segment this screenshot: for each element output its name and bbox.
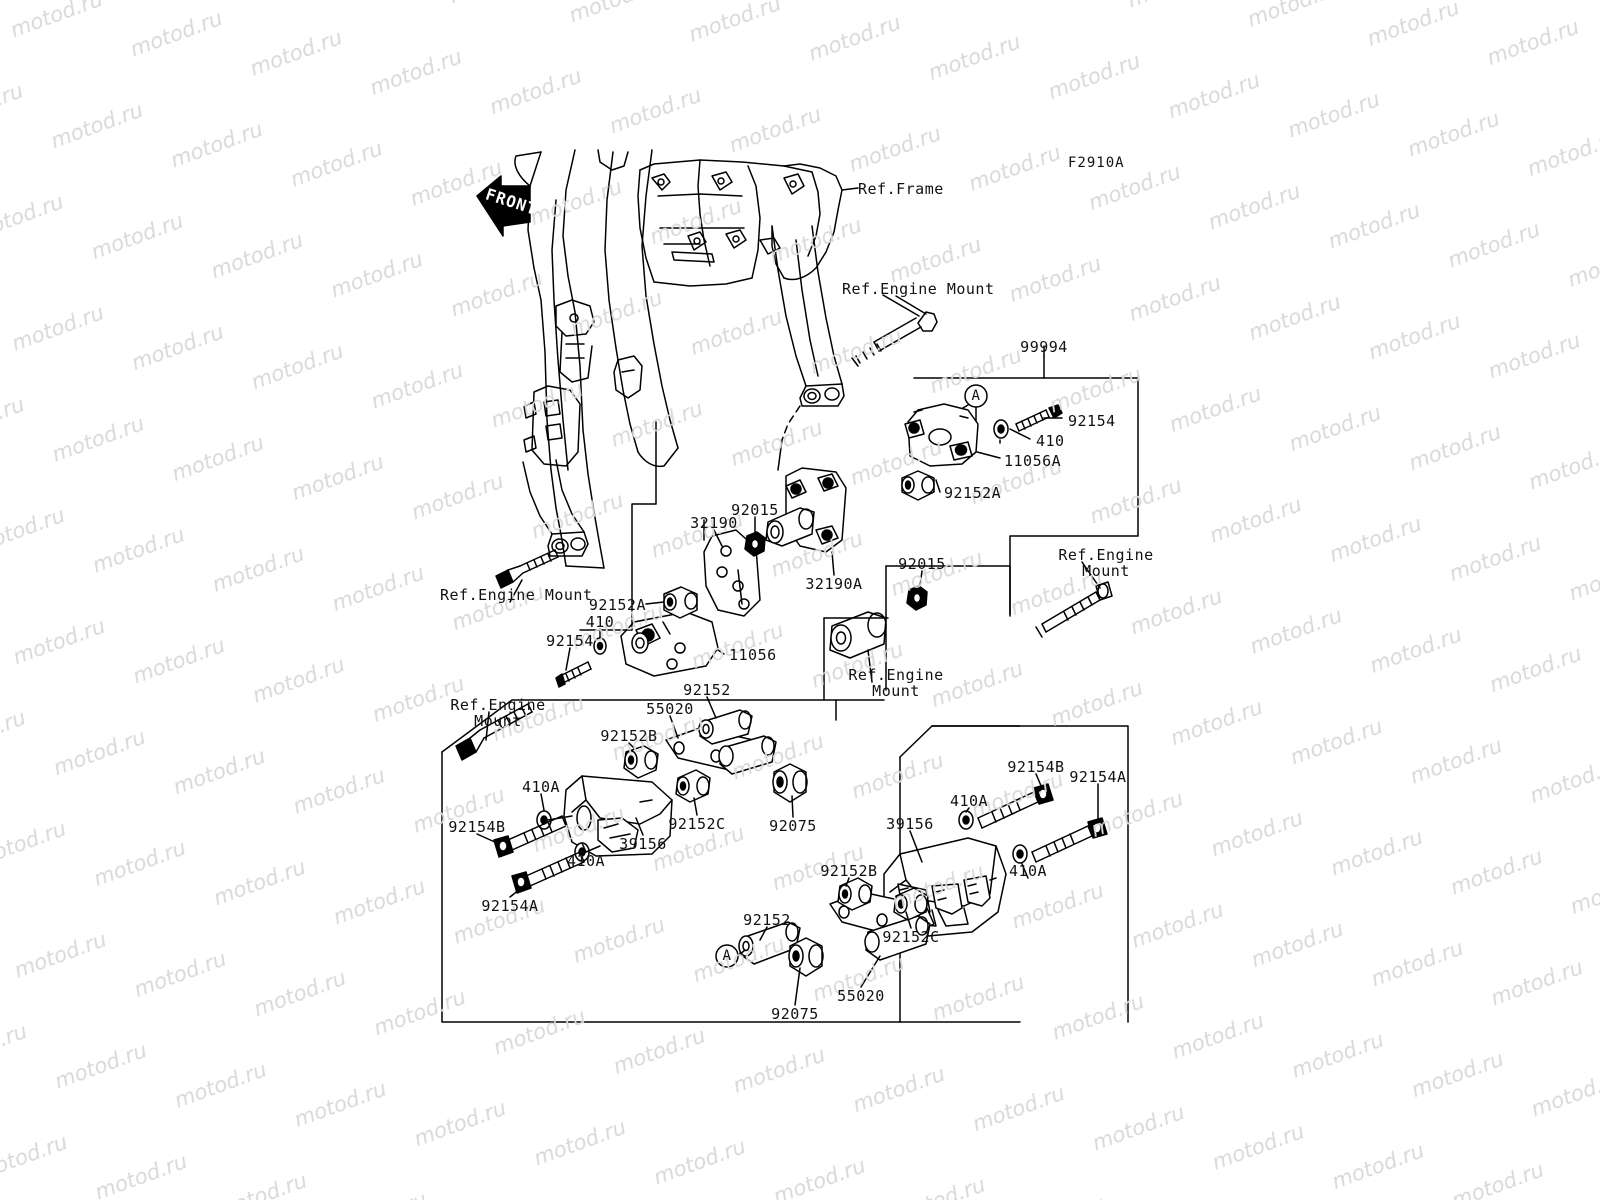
part-label-92152-left: 92152	[683, 681, 731, 699]
part-label-55020-left: 55020	[646, 700, 694, 718]
part-label-92075-right: 92075	[771, 1005, 819, 1023]
part-label-92075-left: 92075	[769, 817, 817, 835]
part-label-92154A-left: 92154A	[481, 897, 539, 915]
label-ref-engine-mount-left-upper: Ref.Engine Mount	[440, 586, 593, 604]
part-label-55020-right: 55020	[837, 987, 885, 1005]
part-label-92152B-left: 92152B	[600, 727, 658, 745]
part-label-92015-right: 92015	[898, 555, 946, 573]
callout-a-top-text: A	[971, 388, 981, 404]
part-label-39156-right: 39156	[886, 815, 934, 833]
label-ref-engine-mount-right-line2: Mount	[1082, 562, 1130, 580]
part-label-410A-right-2: 410A	[1008, 862, 1048, 880]
part-label-92154B-left: 92154B	[448, 818, 506, 836]
part-label-410A-right-1: 410A	[949, 792, 989, 810]
part-label-92015-center: 92015	[731, 501, 779, 519]
part-label-11056A: 11056A	[1004, 452, 1062, 470]
part-label-92152A-right: 92152A	[944, 484, 1002, 502]
part-label-92152-right: 92152	[743, 911, 791, 929]
part-label-92154-left: 92154	[546, 632, 594, 650]
part-label-92154-top: 92154	[1068, 412, 1116, 430]
part-label-92152C-right: 92152C	[882, 928, 940, 946]
diagram-code: F2910A	[1068, 155, 1125, 171]
part-label-410-left: 410	[585, 613, 615, 631]
part-label-92154A-right: 92154A	[1069, 768, 1127, 786]
part-label-92152B-right: 92152B	[820, 862, 878, 880]
part-label-410A-left-1: 410A	[521, 778, 561, 796]
part-label-410A-left-2: 410A	[566, 852, 606, 870]
label-ref-engine-mount-center-line2: Mount	[872, 682, 920, 700]
label-ref-engine-mount-left-lower-line2: Mount	[474, 712, 522, 730]
label-ref-engine-mount-top: Ref.Engine Mount	[842, 280, 995, 298]
part-label-99994: 99994	[1020, 338, 1068, 356]
part-label-11056: 11056	[729, 646, 777, 664]
front-arrow-text: FRONT	[483, 184, 540, 219]
part-label-92152C-left: 92152C	[668, 815, 726, 833]
part-label-39156-left: 39156	[619, 835, 667, 853]
part-label-410-top: 410	[1036, 432, 1065, 450]
part-label-92154B-right: 92154B	[1007, 758, 1065, 776]
part-label-92152A-left: 92152A	[588, 596, 646, 614]
callout-a-bottom-text: A	[722, 948, 732, 964]
label-ref-frame: Ref.Frame	[858, 180, 944, 198]
part-label-32190A: 32190A	[805, 575, 863, 593]
